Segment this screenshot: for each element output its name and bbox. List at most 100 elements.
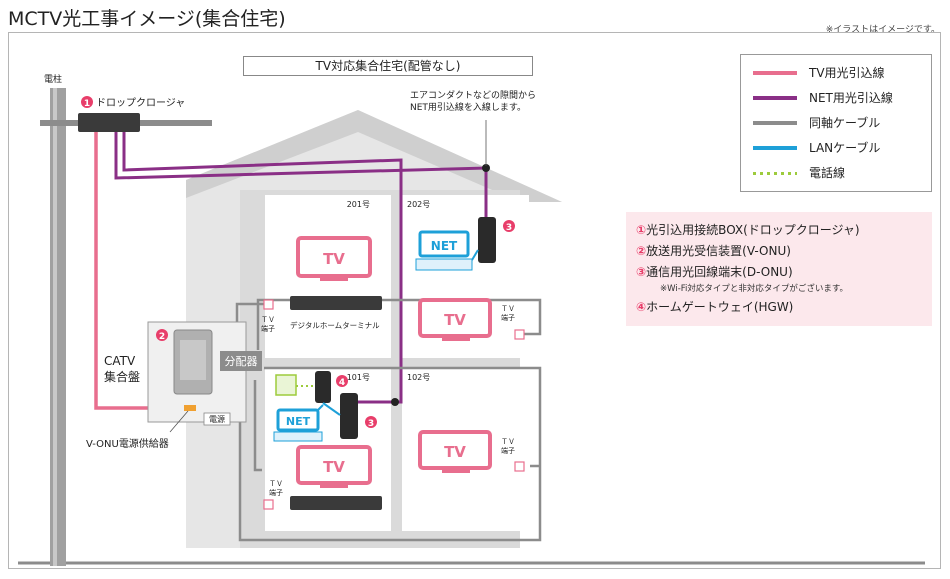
catv-label-2: 集合盤 — [104, 369, 140, 384]
tv-terminal-201-2: 端子 — [261, 324, 275, 333]
tv-outlet-202 — [514, 329, 525, 340]
coax-101 — [253, 380, 262, 472]
room-101-label: 101号 — [347, 373, 370, 382]
v-onu-face — [180, 340, 206, 380]
keyboard-101 — [273, 431, 323, 442]
tv-terminal-102-2: 端子 — [501, 446, 515, 455]
splitter-label: 分配器 — [225, 355, 258, 368]
building-type-banner: TV対応集合住宅(配管なし) — [243, 56, 533, 76]
key-label-2: 放送用光受信装置(V-ONU) — [646, 244, 791, 258]
d-onu-101 — [340, 393, 358, 439]
tv-102-stand — [442, 470, 470, 473]
marker-1 — [81, 96, 93, 108]
legend-label-lan: LANケーブル — [809, 141, 881, 155]
catv-label-1: CATV — [104, 354, 136, 368]
power-label: 電源 — [209, 415, 225, 424]
net-101-label: NET — [286, 415, 311, 428]
key-sub-note: ※Wi-Fi対応タイプと非対応タイプがございます。 — [660, 284, 849, 294]
utility-pole — [50, 88, 66, 566]
tv-102 — [418, 430, 492, 470]
d-onu-202 — [478, 217, 496, 263]
vonu-supply-pointer — [169, 410, 189, 433]
tv-terminal-101-2: 端子 — [269, 488, 283, 497]
key-num-1: ① — [636, 223, 647, 237]
room-202-label: 202号 — [407, 200, 430, 209]
tv-202-stand — [442, 338, 470, 341]
tv-terminal-201-1: ＴＶ — [261, 316, 275, 324]
key-num-2: ② — [636, 244, 647, 258]
tv-outlet-101 — [263, 499, 274, 510]
coax-202 — [256, 298, 542, 350]
house-roof — [186, 110, 562, 202]
tv-terminal-101-1: ＴＶ — [269, 480, 283, 488]
hgw-101 — [315, 371, 331, 403]
lan-202 — [471, 249, 479, 261]
marker-3-101 — [365, 416, 377, 428]
net-202-label: NET — [431, 239, 458, 253]
legend: TV用光引込線 NET用光引込線 同軸ケーブル LANケーブル 電話線 — [740, 54, 932, 192]
key-item-2: ②放送用光受信装置(V-ONU) — [636, 241, 922, 262]
tv-201 — [296, 236, 372, 278]
utility-pole-highlight — [53, 88, 57, 566]
vonu-supply-label: V-ONU電源供給器 — [86, 437, 169, 450]
tv-101-label: TV — [323, 458, 345, 476]
diagram-frame — [8, 32, 941, 569]
room-201-label: 201号 — [347, 200, 370, 209]
aircon-note-1: エアコンダクトなどの隙間から — [410, 89, 536, 101]
tv-202 — [418, 298, 492, 338]
key-num-3: ③ — [636, 265, 647, 279]
tv-102-label: TV — [444, 443, 466, 461]
room-102-label: 102号 — [407, 373, 430, 382]
key-label-4: ホームゲートウェイ(HGW) — [646, 300, 794, 314]
tv-101-stand — [320, 485, 348, 488]
tv-201-stand — [320, 278, 348, 281]
legend-swatch-phone — [753, 172, 797, 175]
digital-terminal-label: デジタルホームターミナル — [290, 320, 380, 330]
tv-outlet-201 — [263, 299, 274, 310]
page-title: MCTV光工事イメージ(集合住宅) — [8, 8, 286, 30]
net-junction-top — [482, 164, 490, 172]
lan-hgw-onu — [322, 402, 341, 416]
legend-swatch-net-fiber — [753, 96, 797, 100]
tv-202-label: TV — [444, 311, 466, 329]
legend-label-net-fiber: NET用光引込線 — [809, 91, 893, 105]
equipment-key: ①光引込用接続BOX(ドロップクロージャ) ②放送用光受信装置(V-ONU) ③… — [626, 212, 932, 326]
legend-label-coax: 同軸ケーブル — [809, 116, 881, 130]
key-item-3: ③通信用光回線端末(D-ONU) — [636, 262, 922, 283]
phone-101 — [275, 374, 297, 396]
legend-swatch-coax — [753, 121, 797, 125]
marker-4-text: 4 — [339, 378, 345, 388]
marker-3-101-text: 3 — [368, 419, 374, 429]
marker-3-202-text: 3 — [506, 223, 512, 233]
tv-101 — [296, 445, 372, 485]
keyboard-202 — [415, 258, 473, 271]
illustration-note: ※イラストはイメージです。 — [825, 25, 940, 35]
net-junction-101 — [391, 398, 399, 406]
net-fiber-line-202 — [114, 132, 488, 218]
pc-202 — [418, 230, 470, 258]
power-box — [203, 412, 231, 426]
tv-201-label: TV — [323, 250, 345, 268]
key-label-3: 通信用光回線端末(D-ONU) — [646, 265, 793, 279]
marker-1-text: 1 — [84, 99, 90, 109]
tv-terminal-102-1: ＴＶ — [501, 438, 515, 446]
drop-closure-box — [78, 113, 140, 132]
legend-label-tv-fiber: TV用光引込線 — [809, 66, 885, 80]
legend-label-phone: 電話線 — [809, 166, 846, 180]
marker-3-202 — [503, 220, 515, 232]
marker-2-text: 2 — [159, 332, 165, 342]
digital-terminal-201 — [290, 296, 382, 310]
aircon-note-2: NET用引込線を入線します。 — [410, 101, 526, 113]
tv-terminal-202-2: 端子 — [501, 313, 515, 322]
digital-terminal-101 — [290, 496, 382, 510]
power-supply-unit — [184, 405, 196, 411]
splitter-box — [220, 351, 262, 371]
drop-closure-label: ドロップクロージャ — [96, 97, 185, 109]
marker-4 — [336, 375, 348, 387]
coax-102-loop — [238, 366, 542, 542]
pole-label: 電柱 — [44, 73, 62, 85]
tv-outlet-102 — [514, 461, 525, 472]
key-item-4: ④ホームゲートウェイ(HGW) — [636, 297, 922, 318]
legend-swatch-tv-fiber — [753, 71, 797, 75]
